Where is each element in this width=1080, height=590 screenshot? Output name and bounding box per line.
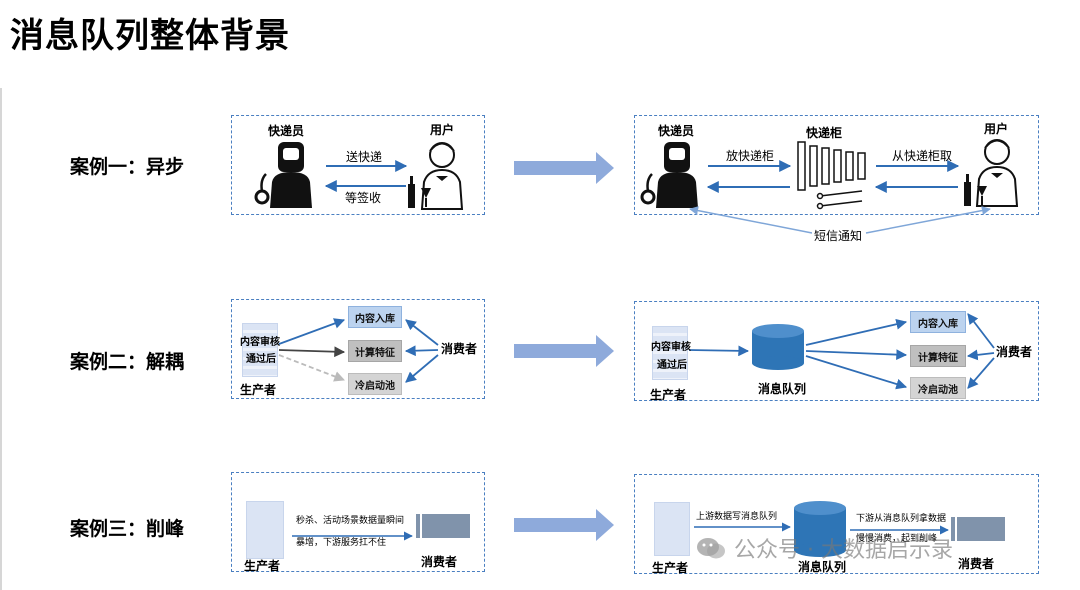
target-coldstart: 冷启动池 [910,377,966,399]
sms-arrow-courier [689,206,813,234]
consumer-to-feature-arrow [404,345,439,357]
user-label: 用户 [984,122,1009,136]
case1-label: 案例一：异步 [70,156,185,178]
message-queue-icon [752,324,804,370]
wait-label: 等签收 [345,191,382,205]
case1-before-panel [231,115,485,215]
producer-to-feature-arrow [278,346,346,358]
case3-after-panel [634,474,1039,574]
producer-document [242,323,278,377]
case3-before-panel [231,472,485,572]
target-coldstart: 冷启动池 [348,373,402,395]
case2-label: 案例二：解耦 [70,351,185,373]
source-line1: 内容审核 [651,342,691,353]
courier-icon [640,142,698,208]
transition-arrow-icon [514,509,614,541]
consumer-to-store-arrow [967,313,995,349]
upstream-label: 上游数据写消息队列 [696,512,778,522]
producer-document [246,501,284,559]
sms-arrow-user [865,206,991,234]
producer-label: 生产者 [652,561,689,575]
transition-arrow-icon [514,335,614,367]
queue-label: 消息队列 [758,382,807,396]
consumer-to-feature-arrow [966,349,995,361]
producer-to-coldstart-arrow [278,354,346,382]
queue-to-store-arrow [805,318,908,346]
queue-label: 消息队列 [798,560,847,574]
consumer-box [420,514,470,538]
consumer-box [955,517,1005,541]
source-line2: 通过后 [246,354,276,365]
queue-to-feature-arrow [805,349,908,361]
send-label: 送快递 [346,150,383,164]
message-queue-icon [794,501,846,557]
courier-label: 快递员 [268,124,305,138]
downstream-line2: 慢慢消费，起到削峰 [856,534,938,544]
consumer-to-coldstart-arrow [967,357,995,389]
producer-document [654,502,690,556]
downstream-line1: 下游从消息队列拿数据 [856,514,947,524]
courier-icon [254,142,312,208]
user-waiter-icon [408,142,464,210]
consumer-label: 消费者 [958,557,995,571]
queue-to-coldstart-arrow [805,355,908,390]
watermark-text: 公众号 · 大数据启示录 [734,538,953,563]
transition-arrow-icon [514,152,614,184]
watermark: 公众号 · 大数据启示录 [696,532,953,564]
burst-desc-line1: 秒杀、活动场景数据量瞬间 [296,516,405,526]
target-feature: 计算特征 [910,345,966,367]
consumer-to-store-arrow [405,319,439,346]
user-waiter-icon [964,139,1019,207]
consumer-label: 消费者 [996,345,1033,359]
case1-after-panel [634,115,1039,215]
courier-label: 快递员 [658,124,695,138]
consumer-to-coldstart-arrow [405,354,439,383]
producer-label: 生产者 [650,388,687,402]
locker-icon [797,141,866,210]
producer-label: 生产者 [244,559,281,573]
consumer-label: 消费者 [421,555,458,569]
put-label: 放快递柜 [726,149,775,163]
target-store: 内容入库 [910,311,966,333]
page-title: 消息队列整体背景 [10,16,290,56]
user-label: 用户 [430,123,455,137]
burst-desc-line2: 暴增，下游服务扛不住 [296,538,387,548]
locker-label: 快递柜 [806,126,843,140]
target-store: 内容入库 [348,306,402,328]
producer-to-queue-arrow [688,345,750,357]
producer-label: 生产者 [240,383,277,397]
left-divider [0,88,2,590]
source-line2: 通过后 [657,360,687,371]
source-line1: 内容审核 [240,337,280,348]
producer-to-store-arrow [278,318,346,345]
case3-label: 案例三：削峰 [70,518,185,540]
producer-document [652,326,688,380]
wechat-icon [697,538,725,559]
case2-after-panel [634,301,1039,401]
target-feature: 计算特征 [348,340,402,362]
consumer-label: 消费者 [441,342,478,356]
case2-before-panel [231,299,485,399]
sms-label: 短信通知 [812,229,865,243]
take-label: 从快递柜取 [892,149,953,163]
